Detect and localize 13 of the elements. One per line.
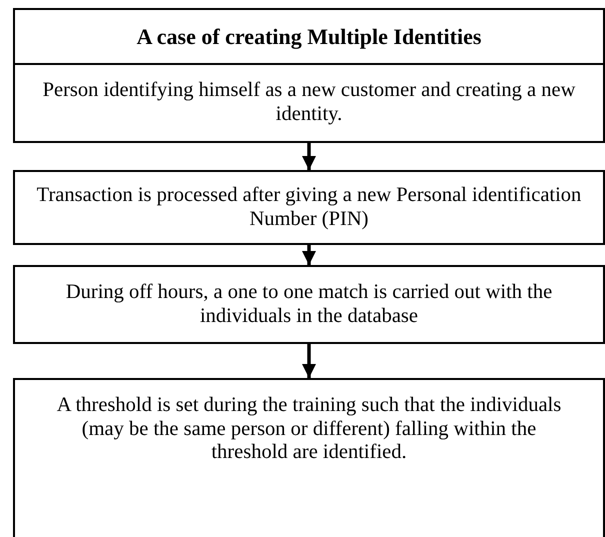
arrow	[302, 344, 316, 378]
process-box	[13, 265, 605, 344]
step-text: During off hours, a one to one match is carried out with the individuals in the database	[64, 280, 554, 328]
heading-text: A case of creating Multiple Identities	[136, 24, 482, 50]
heading-box	[13, 8, 605, 65]
process-box	[13, 63, 605, 143]
arrow	[302, 143, 316, 170]
process-box	[13, 378, 605, 537]
step-text: A threshold is set during the training such that the individuals (may be the same person or different) falling within the threshold are identified.	[56, 394, 562, 465]
arrow	[302, 245, 316, 265]
process-box	[13, 170, 605, 245]
step-text: Transaction is processed after giving a new Personal identification Number (PIN)	[36, 184, 582, 232]
step-text: Person identifying himself as a new customer and creating a new identity.	[42, 79, 576, 127]
